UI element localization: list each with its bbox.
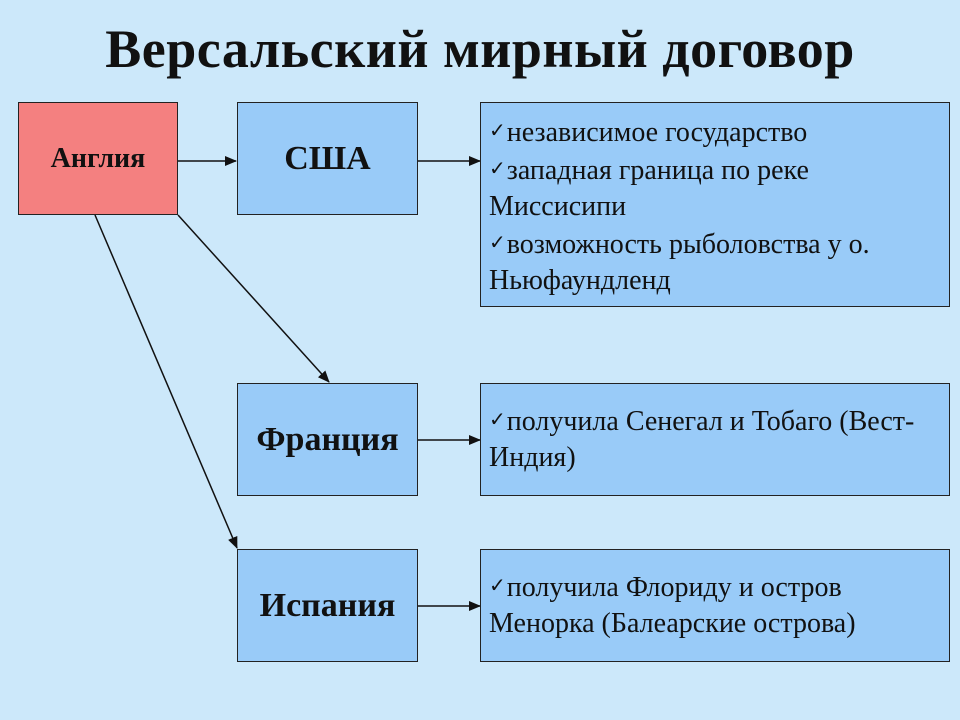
node-france-label: Франция (256, 420, 399, 458)
arrow-england-france (177, 214, 330, 383)
node-england: Англия (18, 102, 178, 215)
checkmark-icon: ✓ (489, 575, 506, 597)
node-spain-label: Испания (259, 586, 396, 624)
page-title: Версальский мирный договор (105, 19, 855, 79)
arrow-england-spain (94, 214, 238, 549)
node-spain: Испания (237, 549, 418, 662)
checkmark-icon: ✓ (489, 120, 506, 142)
checkmark-icon: ✓ (489, 158, 506, 180)
checkmark-icon: ✓ (489, 409, 506, 431)
usa-term-3: ✓возможность рыболовства у о. Ньюфаундле… (489, 229, 870, 296)
node-england-label: Англия (50, 142, 146, 174)
node-usa: США (237, 102, 418, 215)
usa-term-1: ✓независимое государство (489, 117, 808, 148)
usa-term-2: ✓западная граница по реке Миссисипи (489, 155, 809, 222)
usa-terms-box: ✓независимое государство ✓западная грани… (480, 102, 950, 307)
node-france: Франция (237, 383, 418, 496)
spain-term-1: ✓получила Флориду и остров Менорка (Бале… (489, 572, 856, 639)
checkmark-icon: ✓ (489, 232, 506, 254)
france-terms-box: ✓получила Сенегал и Тобаго (Вест-Индия) (480, 383, 950, 496)
node-usa-label: США (284, 139, 371, 177)
spain-terms-box: ✓получила Флориду и остров Менорка (Бале… (480, 549, 950, 662)
france-term-1: ✓получила Сенегал и Тобаго (Вест-Индия) (489, 406, 915, 473)
